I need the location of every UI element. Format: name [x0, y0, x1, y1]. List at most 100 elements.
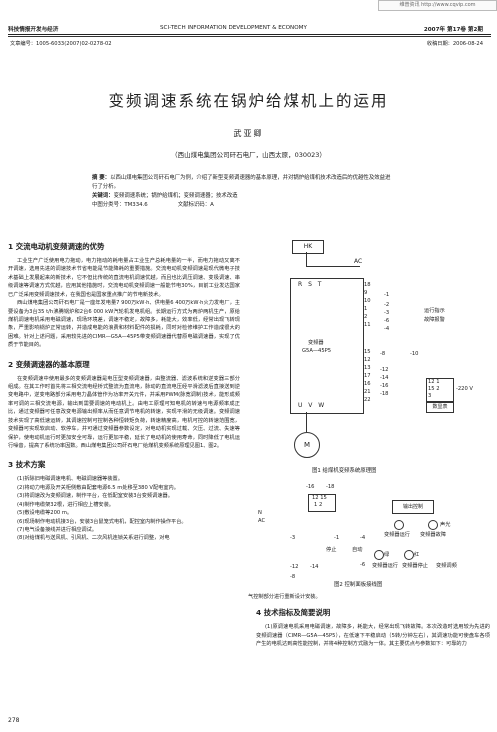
signal-wire: -12	[380, 367, 389, 373]
terminal: 9	[364, 290, 368, 296]
terminal: 1	[364, 306, 368, 312]
section-4-heading: 4 技术指标及简要说明	[256, 608, 331, 618]
keywords-text: 变频调速系统；锅炉给煤机；变频调速器；技术改造	[113, 192, 238, 199]
terminal: 18	[364, 282, 371, 288]
lamp-label-fault: 变频器故障	[420, 532, 446, 538]
clc-code: 中图分类号：TM334.6	[92, 201, 148, 208]
signal-wire: -2	[384, 302, 390, 308]
signal-wire: -4	[360, 535, 366, 541]
terminal-block	[308, 494, 336, 512]
ac-label: AC	[258, 518, 266, 524]
terminal: 12 15	[312, 495, 327, 501]
figure-1-caption: 图1 给煤机变频系统原理图	[312, 468, 377, 474]
document-code: 文献标识码：A	[177, 201, 214, 208]
fault-alarm-label: 故障报警	[424, 317, 445, 323]
list-item: (8)对给煤机与送风机、引风机、二次风机连锁关系进行调整，对电	[17, 535, 170, 542]
signal-wire: -16	[380, 383, 389, 389]
terminal: 15	[364, 349, 371, 355]
wire	[306, 252, 307, 266]
uvw-terminals: U V W	[298, 402, 327, 409]
terminal: 17	[364, 373, 371, 379]
signal-wire: -6	[384, 318, 390, 324]
indicator-label-run: 变频器运行	[372, 563, 398, 569]
issue-info: 2007年 第17卷 第2期	[423, 27, 483, 33]
output-control-box: 输出控制	[392, 500, 434, 514]
stop-switch-label: 停止	[326, 547, 337, 553]
article-title: 变频调速系统在锅炉给煤机上的运用	[108, 92, 389, 110]
signal-wire: -14	[310, 564, 319, 570]
lamp-icon	[394, 520, 404, 530]
terminal: 16	[364, 381, 371, 387]
figure-1: HK AC R S T 变频器 G5A—45P5 U V W 18 9 10 1…	[250, 238, 490, 478]
signal-wire: -8	[380, 351, 386, 357]
section-2-heading: 2 变频调速器的基本原理	[8, 359, 90, 369]
inverter-box	[290, 278, 364, 414]
supply-voltage: -220 V	[456, 386, 473, 392]
list-item: (7)电气设备接线并进行相应调试。	[17, 526, 97, 533]
lamp-label-run: 变频器运行	[384, 532, 410, 538]
signal-wire: -3	[384, 310, 390, 316]
neutral-label: N	[258, 510, 262, 516]
signal-wire: -14	[380, 375, 389, 381]
abstract-label: 摘 要：	[92, 175, 111, 181]
lamp-icon	[428, 520, 438, 530]
motor-symbol: M	[294, 432, 320, 458]
inverter-model: G5A—45P5	[302, 348, 332, 354]
header-rule-thin	[8, 36, 491, 37]
signal-wire: -8	[290, 574, 296, 580]
journal-name-cn: 科技情报开发与经济	[8, 27, 59, 33]
section-4-paragraph-1: (1)原调速电机采用电磁调速，故障多，耗能大，经常出现飞转故障。本次改造时选用较…	[256, 624, 490, 648]
red-label: 红	[414, 552, 420, 558]
abstract: 摘 要：以西山煤电集团公司矸石电厂为例，介绍了新型变频调速器的基本原理，并对锅炉…	[92, 174, 392, 210]
terminal: 10	[364, 298, 371, 304]
green-label: 绿	[384, 552, 390, 558]
watermark: 维普资讯 http://www.cqvip.com	[378, 0, 497, 11]
list-item: (5)敷设电缆等200 m。	[17, 510, 73, 517]
terminal: 12 1	[428, 379, 440, 385]
signal-wire: -1	[384, 292, 390, 298]
terminal: -18	[326, 484, 335, 490]
signal-wire: -6	[360, 562, 366, 568]
signal-wire: -1	[334, 535, 340, 541]
figure-2: -16 -18 12 15 1 2 N AC 输出控制 声光 变频器运行 变频器…	[250, 480, 490, 590]
section-3-tail: 气控制部分进行重新设计安装。	[248, 594, 321, 600]
ac-label: AC	[354, 258, 363, 265]
auto-switch-label: 自动	[352, 547, 363, 553]
abstract-text: 以西山煤电集团公司矸石电厂为例，介绍了新型变频调速器的基本原理，并对锅炉给煤机技…	[92, 175, 391, 190]
terminal: 11	[364, 322, 371, 328]
display-meter: 数显表	[426, 402, 454, 413]
left-column: 1 交流电动机变频调速的优势 工业生产广泛使用电力拖动，电力拖动的耗电量占工业生…	[8, 241, 240, 543]
indicator-icon	[374, 550, 384, 560]
run-indicator-label: 运行指示	[424, 308, 445, 314]
terminal: -16	[306, 484, 315, 490]
indicator-icon	[404, 550, 414, 560]
journal-name-en: SCI-TECH INFORMATION DEVELOPMENT & ECONO…	[160, 25, 307, 31]
figure-2-caption: 图2 控制面板接线图	[334, 582, 383, 588]
header-rule	[8, 34, 491, 35]
terminal: 3	[428, 393, 432, 399]
wire	[306, 266, 360, 267]
author: 武亚卿	[233, 129, 264, 138]
list-item: (4)制作电缆架32根，进行相应上槽安装。	[17, 501, 114, 508]
keywords-label: 关键词：	[92, 192, 114, 199]
indicator-label-stop: 变频器停止	[402, 563, 428, 569]
rst-terminals: R S T	[298, 281, 324, 288]
display-meter-terminals	[426, 378, 454, 402]
sound-light-label: 声光	[440, 522, 451, 528]
terminal: 22	[364, 397, 371, 403]
list-item: (6)现场制作电动机接3台，安装3台鼠笼式电机，配控室内制作操作平台。	[17, 518, 187, 525]
terminal: 13	[364, 365, 371, 371]
affiliation: （西山煤电集团公司矸石电厂，山西太原，030023）	[171, 151, 326, 159]
list-item: (3)将调速改为变频调速，制作平台，在低配室安装3台变频调速器。	[17, 493, 173, 500]
list-item: (2)将动力电源及开关柜侧敷由配套电源6.5 m处移至380 V配电室内。	[17, 484, 179, 491]
page-number: 278	[8, 717, 20, 724]
section-1-heading: 1 交流电动机变频调速的优势	[8, 242, 105, 251]
terminal: 2	[364, 314, 368, 320]
signal-wire: -12	[290, 564, 299, 570]
article-number: 文章编号：1005-6033(2007)02-0278-02	[10, 41, 112, 47]
section-1-paragraph-1: 工业生产广泛使用电力拖动，电力拖动的耗电量占工业生产总耗电量的一半，而电力拖动又…	[8, 258, 240, 298]
signal-wire: -4	[384, 326, 390, 332]
signal-wire: -3	[290, 535, 296, 541]
section-1-paragraph-2: 西山煤电集团公司矸石电厂是一座年发电量7 900万kW·h、供电量6 400万k…	[8, 300, 240, 349]
list-item: (1)拆除旧电磁调速电机、电磁调速器等装置。	[17, 476, 123, 483]
